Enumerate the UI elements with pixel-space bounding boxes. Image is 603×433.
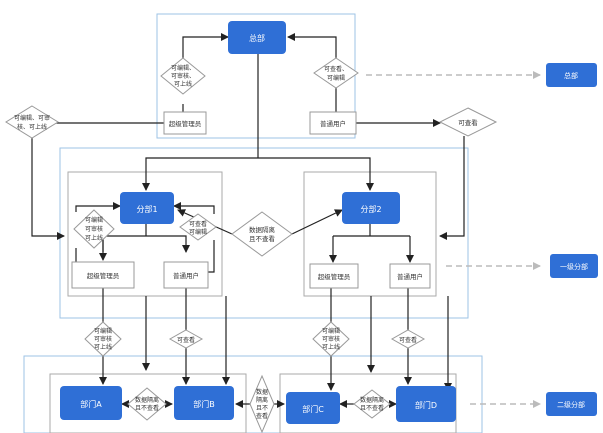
diamond-right-perm: 可查看 <box>438 107 498 137</box>
svg-text:可审核: 可审核 <box>322 335 340 343</box>
role-b1-normal[interactable]: 普通用户 <box>163 261 209 289</box>
svg-text:且不查看: 且不查看 <box>249 234 276 243</box>
svg-text:可上线: 可上线 <box>94 343 112 351</box>
role-b1-super[interactable]: 超级管理员 <box>71 261 135 289</box>
diamond-b1-down-view: 可查看 <box>168 329 204 349</box>
svg-text:且不: 且不 <box>256 405 268 412</box>
link-iso-right <box>291 209 343 235</box>
svg-text:可查看: 可查看 <box>177 336 195 344</box>
svg-text:数据隔离: 数据隔离 <box>135 396 159 404</box>
legend-hq[interactable]: 总部 <box>546 63 597 87</box>
svg-text:数据: 数据 <box>256 388 268 396</box>
hq-frame <box>156 13 356 139</box>
svg-text:部门C: 部门C <box>302 404 324 414</box>
node-branch1[interactable]: 分部1 <box>120 192 174 224</box>
svg-text:可编辑: 可编辑 <box>327 74 345 82</box>
link-right-perm-down <box>439 136 465 240</box>
branch1-frame <box>67 171 223 297</box>
diamond-hq-normal-perm: 可查看、 可编辑 <box>313 57 359 89</box>
svg-text:可上线: 可上线 <box>174 80 192 88</box>
role-hq-normal[interactable]: 普通用户 <box>309 111 357 135</box>
node-deptD[interactable]: 部门D <box>396 386 456 422</box>
svg-text:可审核: 可审核 <box>85 225 103 233</box>
svg-text:可查看: 可查看 <box>399 336 417 344</box>
svg-text:可编辑: 可编辑 <box>189 228 207 236</box>
link-left-perm-down <box>31 138 65 240</box>
link-b1-perm-to-branch1 <box>75 202 121 212</box>
diamond-hq-super-perm: 可编辑、 可审核、 可上线 <box>160 57 206 95</box>
role-hq-super[interactable]: 超级管理员 <box>163 111 207 135</box>
diamond-isolation-branch: 数据隔离 且不查看 <box>231 211 293 257</box>
svg-text:一级分部: 一级分部 <box>560 262 588 271</box>
svg-text:查看: 查看 <box>256 412 268 420</box>
svg-text:且不查看: 且不查看 <box>360 404 384 412</box>
diamond-isolation-mid: 数据 隔离 且不 查看 <box>249 374 275 433</box>
svg-text:数据隔离: 数据隔离 <box>249 225 276 234</box>
diamond-b1-right-perm: 可查看 可编辑 <box>179 213 217 241</box>
link-b1-normal-perm <box>208 240 215 273</box>
level2-frame <box>23 355 483 433</box>
node-branch2[interactable]: 分部2 <box>342 192 400 224</box>
svg-text:总部: 总部 <box>249 33 265 43</box>
link-branch1-split <box>102 235 190 253</box>
link-b1-perm2-to-branch1 <box>173 202 215 214</box>
link-hq-normal-perm-to-hq <box>287 33 337 58</box>
link-hq-super-perm-to-hq <box>182 33 229 60</box>
svg-text:普通用户: 普通用户 <box>397 272 423 281</box>
diamond-isolation-cd: 数据隔离 且不查看 <box>353 389 391 419</box>
node-deptC[interactable]: 部门C <box>286 392 340 424</box>
svg-text:可查看: 可查看 <box>458 118 478 127</box>
legend-level2[interactable]: 二级分部 <box>546 392 597 416</box>
diamond-b2-down-view: 可查看 <box>390 329 426 349</box>
svg-text:核、可上线: 核、可上线 <box>17 123 47 131</box>
svg-text:分部2: 分部2 <box>360 204 381 214</box>
svg-text:部门D: 部门D <box>415 400 437 410</box>
svg-text:数据隔离: 数据隔离 <box>360 396 384 404</box>
diamond-b1-left-perm: 可编辑 可审核 可上线 <box>73 209 115 249</box>
svg-text:超级管理员: 超级管理员 <box>318 272 351 281</box>
svg-text:可编辑、: 可编辑、 <box>171 64 195 72</box>
svg-text:可上线: 可上线 <box>322 343 340 351</box>
node-hq[interactable]: 总部 <box>228 21 286 54</box>
svg-text:可上线: 可上线 <box>85 234 103 242</box>
diamond-left-perm: 可编辑、可审 核、可上线 <box>5 105 59 139</box>
svg-text:分部1: 分部1 <box>136 204 157 214</box>
svg-text:可审核: 可审核 <box>94 335 112 343</box>
legend-level1[interactable]: 一级分部 <box>550 254 598 278</box>
svg-text:且不查看: 且不查看 <box>135 404 159 412</box>
svg-text:隔离: 隔离 <box>256 396 268 404</box>
link-hq-to-branch2 <box>258 157 374 191</box>
svg-text:可查看、: 可查看、 <box>324 65 348 73</box>
svg-text:总部: 总部 <box>564 71 578 80</box>
svg-text:可编辑: 可编辑 <box>94 327 112 335</box>
diamond-b1-down-perm: 可编辑 可审核 可上线 <box>84 321 122 357</box>
svg-text:可编辑: 可编辑 <box>322 327 340 335</box>
svg-text:可编辑、可审: 可编辑、可审 <box>14 114 50 122</box>
node-deptA[interactable]: 部门A <box>60 386 122 420</box>
diamond-isolation-ab: 数据隔离 且不查看 <box>127 387 167 421</box>
node-deptB[interactable]: 部门B <box>174 386 234 420</box>
svg-text:超级管理员: 超级管理员 <box>169 119 202 128</box>
role-b2-super[interactable]: 超级管理员 <box>309 263 359 289</box>
svg-text:部门B: 部门B <box>193 399 215 409</box>
svg-text:二级分部: 二级分部 <box>557 400 585 409</box>
role-b2-normal[interactable]: 普通用户 <box>389 263 431 289</box>
svg-text:可审核、: 可审核、 <box>171 72 195 80</box>
svg-text:可编辑: 可编辑 <box>85 216 103 224</box>
svg-text:部门A: 部门A <box>80 399 102 409</box>
svg-text:超级管理员: 超级管理员 <box>87 271 120 280</box>
diamond-b2-down-perm: 可编辑 可审核 可上线 <box>312 321 350 357</box>
svg-text:普通用户: 普通用户 <box>320 119 346 128</box>
link-hq-to-branch1 <box>142 157 258 191</box>
svg-text:可查看: 可查看 <box>189 220 207 228</box>
svg-text:普通用户: 普通用户 <box>173 271 199 280</box>
